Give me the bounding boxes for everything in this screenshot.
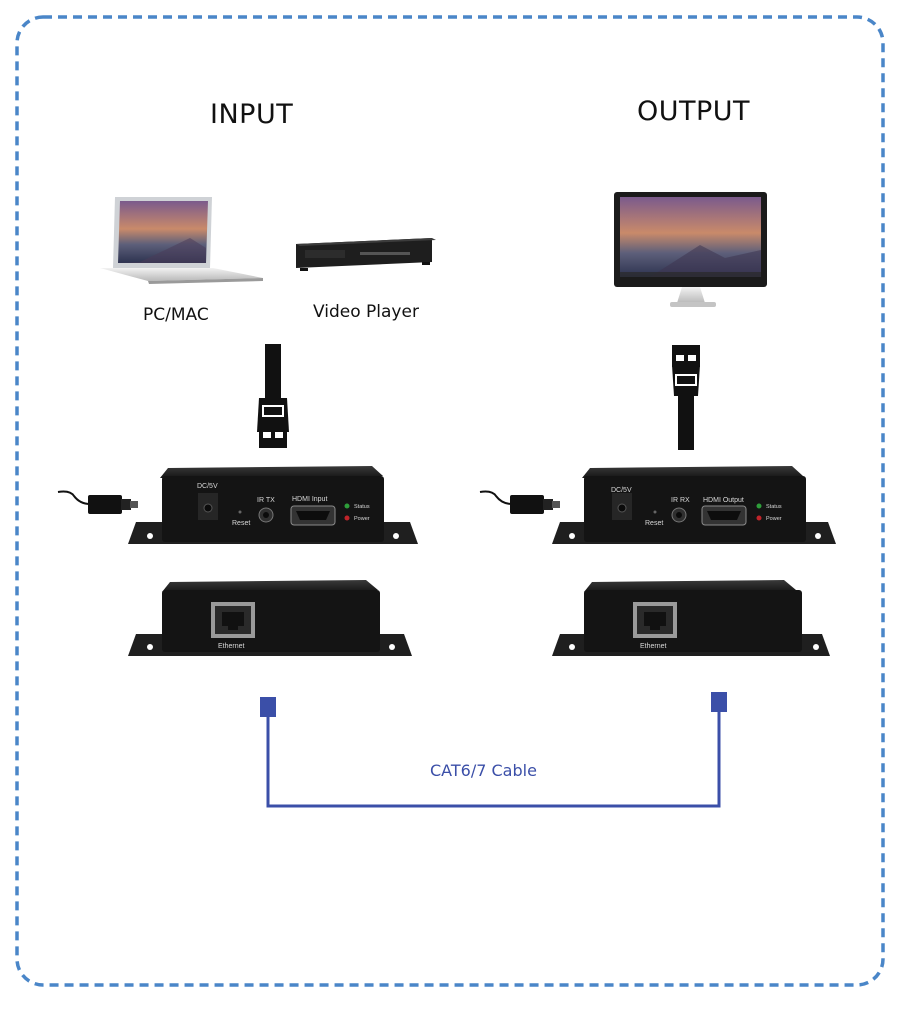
laptop-icon: [100, 197, 263, 284]
receiver-reset-label: Reset: [645, 520, 663, 527]
video-player-label: Video Player: [313, 302, 419, 322]
transmitter-back-panel: Ethernet: [128, 580, 412, 656]
ethernet-port-icon: [211, 602, 255, 638]
receiver-back-panel: Ethernet: [552, 580, 830, 656]
transmitter-reset-label: Reset: [232, 520, 250, 527]
receiver-hdmi-label: HDMI Output: [703, 497, 744, 504]
transmitter-ethernet-label: Ethernet: [218, 643, 245, 650]
transmitter-status-label: Status: [354, 504, 370, 510]
video-player-icon: [296, 238, 436, 271]
cable-end-right: [711, 692, 727, 712]
transmitter-front-panel: DC/5V Reset IR TX HDMI Input Status Powe…: [128, 466, 418, 544]
receiver-front-panel: DC/5V Reset IR RX HDMI Output Status Pow…: [552, 466, 836, 544]
receiver-ethernet-label: Ethernet: [640, 643, 667, 650]
dashed-frame: [15, 15, 885, 987]
cable-end-left: [260, 697, 276, 717]
receiver-ir-label: IR RX: [671, 497, 690, 504]
power-plug-icon: [479, 490, 560, 514]
cable-label: CAT6/7 Cable: [430, 761, 537, 780]
receiver-dc-label: DC/5V: [611, 487, 632, 494]
ethernet-port-icon: [633, 602, 677, 638]
transmitter-hdmi-label: HDMI Input: [292, 496, 327, 503]
monitor-icon: [614, 192, 767, 307]
receiver-power-label: Power: [766, 516, 782, 522]
transmitter-power-label: Power: [354, 516, 370, 522]
transmitter-dc-label: DC/5V: [197, 483, 218, 490]
power-plug-icon: [57, 490, 138, 514]
receiver-status-label: Status: [766, 504, 782, 510]
input-title: INPUT: [210, 99, 294, 130]
output-title: OUTPUT: [637, 96, 751, 127]
transmitter-ir-label: IR TX: [257, 497, 275, 504]
hdmi-plug-icon: [257, 344, 289, 448]
pc-mac-label: PC/MAC: [143, 305, 209, 325]
hdmi-plug-icon: [672, 345, 700, 450]
cat-cable-connection: [260, 692, 727, 808]
